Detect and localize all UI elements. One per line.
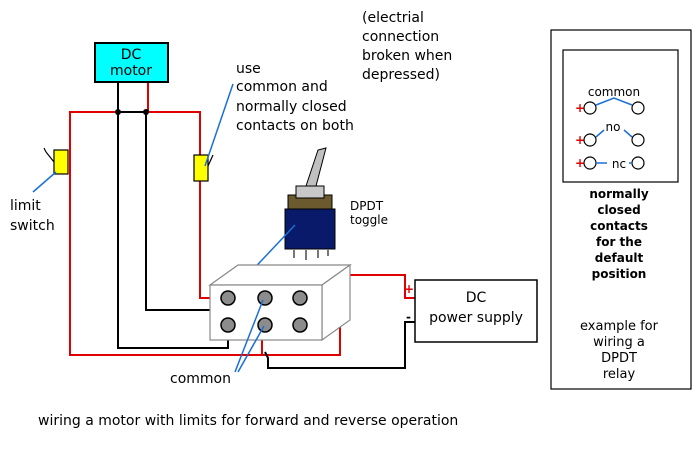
dc-power-supply-box [414,279,538,343]
power-supply-label-2: power supply [429,310,523,326]
note-use-1: use [236,61,261,77]
note-top-1: (electrial [362,10,424,26]
dc-motor-label-2: motor [110,63,152,79]
terminal-top-right [292,290,308,306]
relay-terminal-3-left [583,156,597,170]
red-wire-left-loop [69,82,263,356]
relay-note-6: position [592,267,647,281]
black-wire-supply-minus [264,321,415,369]
relay-terminal-1-right [631,101,645,115]
relay-plus-3: + [575,156,585,170]
diagram-caption: wiring a motor with limits for forward a… [38,413,458,429]
relay-example-4: relay [603,367,636,382]
relay-terminal-1-left [583,101,597,115]
limit-switch-left [43,147,69,175]
relay-example-2: wiring a [593,335,645,350]
note-top-3: broken when [362,48,452,64]
relay-nc-label: nc [612,157,626,171]
power-supply-label-1: DC [466,290,487,306]
relay-terminal-2-right [631,133,645,147]
relay-no-label: no [606,120,621,134]
terminal-top-left [220,290,236,306]
common-label: common [170,371,231,387]
relay-note-4: for the [596,235,642,249]
red-wire-right-limit [148,111,227,299]
terminal-bottom-right [292,317,308,333]
relay-note-3: contacts [590,219,648,233]
relay-terminal-3-right [631,156,645,170]
relay-note-5: default [595,251,644,265]
limit-switch-pointer [32,171,57,193]
toggle-label-1: DPDT [350,199,384,213]
power-supply-plus: + [404,282,414,296]
limit-switch-label-1: limit [10,198,41,214]
terminal-bottom-left [220,317,236,333]
terminal-top-middle [257,290,273,306]
dc-motor-box [94,42,169,83]
relay-common-link [595,97,633,106]
relay-no-link [595,129,605,138]
relay-plus-2: + [575,133,585,147]
dpdt-toggle-icon [284,147,336,260]
relay-no-link-2 [623,129,633,138]
relay-example-1: example for [580,319,659,334]
relay-diagram-box [562,49,679,183]
note-use-4: contacts on both [236,118,354,134]
toggle-label-2: toggle [350,213,388,227]
junction-dot-left [115,109,121,115]
junction-dot-right [143,109,149,115]
power-supply-minus: - [406,310,411,324]
relay-note-2: closed [597,203,640,217]
relay-example-3: DPDT [601,351,637,366]
use-note-pointer [204,83,234,167]
common-pointer-2 [237,325,265,373]
note-use-2: common and [236,79,328,95]
limit-switch-right [193,154,214,182]
relay-common-label: common [588,85,640,99]
common-pointer-1 [234,299,264,373]
dc-motor-label-1: DC [121,47,142,63]
relay-note-1: normally [589,187,649,201]
limit-switch-label-2: switch [10,218,55,234]
note-top-2: connection [362,29,439,45]
relay-plus-1: + [575,101,585,115]
note-top-4: depressed) [362,67,440,83]
note-use-3: normally closed [236,99,347,115]
terminal-bottom-middle [257,317,273,333]
relay-terminal-2-left [583,133,597,147]
